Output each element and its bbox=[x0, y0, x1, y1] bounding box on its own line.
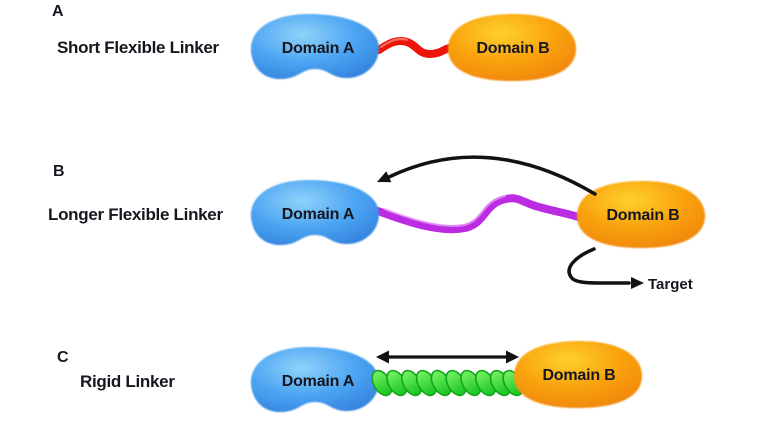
domain-b-label: Domain B bbox=[476, 40, 549, 57]
recruitment-arrow bbox=[387, 155, 597, 196]
panel-title-longer-flexible: Longer Flexible Linker bbox=[48, 205, 223, 224]
short-flexible-linker-highlight bbox=[379, 37, 409, 49]
target-label: Target bbox=[648, 276, 693, 293]
rigid-linker-coil bbox=[371, 369, 524, 397]
panel-letter-c: C bbox=[57, 349, 69, 366]
length-span-arrow bbox=[376, 350, 519, 364]
domain-a-label: Domain A bbox=[282, 40, 355, 57]
span-arrowhead-right-icon bbox=[506, 350, 519, 364]
target-arrow bbox=[567, 247, 631, 285]
panel-title-short-flexible: Short Flexible Linker bbox=[57, 38, 220, 57]
panel-title-rigid: Rigid Linker bbox=[80, 372, 175, 391]
span-arrowhead-left-icon bbox=[376, 350, 389, 364]
panel-c: C Rigid Linker Domain A Domain B bbox=[57, 341, 642, 413]
panel-letter-b: B bbox=[53, 163, 65, 180]
domain-a-label: Domain A bbox=[282, 373, 355, 390]
long-flexible-linker bbox=[374, 194, 586, 234]
panel-a: A Short Flexible Linker Domain A Domain … bbox=[52, 3, 576, 81]
panel-letter-a: A bbox=[52, 3, 64, 20]
target-arrowhead-icon bbox=[631, 277, 644, 289]
recruitment-arrowhead-icon bbox=[377, 171, 392, 183]
domain-a-label: Domain A bbox=[282, 206, 355, 223]
short-flexible-linker bbox=[375, 37, 454, 59]
domain-b-label: Domain B bbox=[542, 367, 615, 384]
panel-b: B Longer Flexible Linker Domain A Domain… bbox=[48, 155, 705, 293]
long-flexible-linker-highlight bbox=[383, 194, 507, 227]
domain-b-label: Domain B bbox=[606, 207, 679, 224]
